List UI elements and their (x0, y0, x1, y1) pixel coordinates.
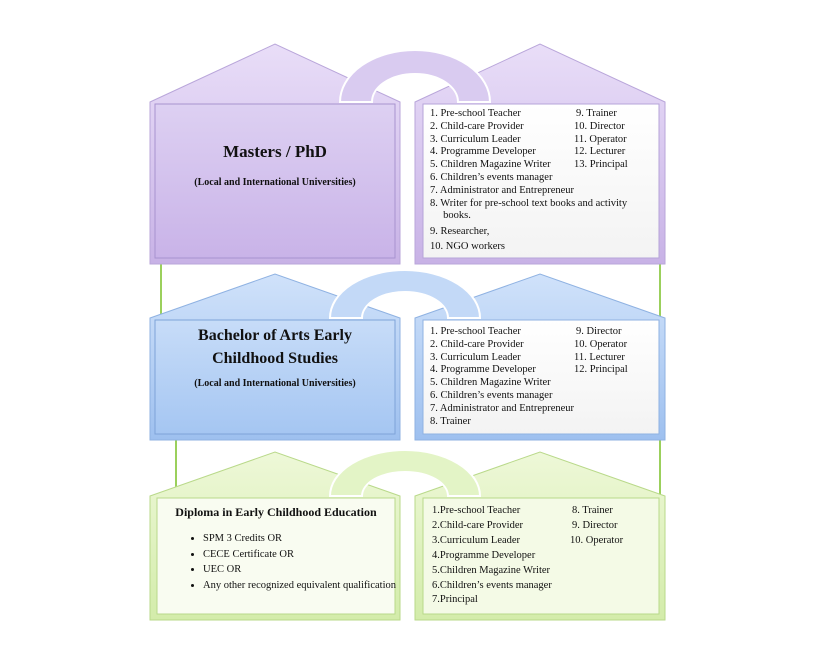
list-item: Any other recognized equivalent qualific… (203, 578, 398, 594)
masters-level-shape (149, 43, 666, 265)
list-item: 1.Pre-school Teacher (432, 505, 521, 516)
bachelor-careers-left: 1. Pre-school Teacher 2. Child-care Prov… (430, 326, 655, 428)
list-item: 7. Administrator and Entrepreneur (430, 402, 575, 414)
list-item: 11. Lecturer (574, 351, 625, 363)
list-item: 6. Children’s events manager (430, 389, 553, 401)
list-item: 12. Lecturer (574, 146, 626, 158)
bachelor-subtitle: (Local and International Universities) (194, 378, 356, 389)
list-item: 10. Director (574, 120, 625, 132)
list-item: 9. Trainer (576, 108, 617, 119)
list-item: 10. NGO workers (430, 240, 505, 252)
bachelor-level-shape (149, 269, 666, 441)
list-item: 4.Programme Developer (432, 549, 536, 561)
list-item: UEC OR (203, 562, 398, 578)
masters-subtitle: (Local and International Universities) (194, 177, 356, 188)
list-item: 12. Principal (574, 364, 628, 376)
list-item: SPM 3 Credits OR (203, 531, 398, 547)
level-connectors (160, 262, 661, 498)
diploma-careers-left: 1.Pre-school Teacher 2.Child-care Provid… (432, 504, 582, 608)
list-item: 6. Children’s events manager (430, 171, 553, 183)
list-item: 5.Children Magazine Writer (432, 564, 551, 576)
list-item: 13. Principal (574, 159, 628, 171)
list-item: 5. Children Magazine Writer (430, 159, 551, 171)
list-item: 10. Operator (570, 534, 624, 546)
bachelor-title-line2: Childhood Studies (212, 350, 338, 367)
list-item: 2. Child-care Provider (430, 120, 524, 132)
list-item: 2.Child-care Provider (432, 519, 523, 531)
masters-careers-right: 9. Trainer 10. Director 11. Operator 12.… (574, 108, 628, 172)
list-item: 8. Trainer (430, 415, 471, 427)
list-item: 3. Curriculum Leader (430, 351, 521, 363)
list-item: 11. Operator (574, 133, 627, 145)
list-item: 6.Children’s events manager (432, 579, 552, 591)
bachelor-title: Bachelor of Arts Early Childhood Studies (155, 324, 395, 370)
list-item: CECE Certificate OR (203, 547, 398, 563)
list-item: 7. Administrator and Entrepreneur (430, 184, 575, 196)
bachelor-careers-right: 9. Director 10. Operator 11. Lecturer 12… (574, 326, 628, 377)
list-item: 10. Operator (574, 338, 628, 350)
list-item: 5. Children Magazine Writer (430, 377, 551, 389)
list-item: 3. Curriculum Leader (430, 133, 521, 145)
list-item: 3.Curriculum Leader (432, 534, 521, 546)
list-item: 2. Child-care Provider (430, 338, 524, 350)
diploma-level-shape (149, 449, 666, 621)
list-item: 8. Writer for pre-school text books and … (430, 197, 628, 209)
bachelor-title-line1: Bachelor of Arts Early (198, 327, 352, 344)
list-item: 1. Pre-school Teacher (430, 326, 521, 337)
list-item: 9. Director (576, 326, 622, 337)
list-item: books. (430, 210, 471, 222)
masters-title: Masters / PhD (223, 142, 327, 161)
list-item: 1. Pre-school Teacher (430, 108, 521, 119)
list-item: 7.Principal (432, 594, 478, 606)
diploma-requirements: SPM 3 Credits OR CECE Certificate OR UEC… (185, 531, 398, 593)
list-item: 4. Programme Developer (430, 146, 536, 158)
list-item: 9. Researcher, (430, 226, 490, 238)
diploma-careers-right: 8. Trainer 9. Director 10. Operator (570, 504, 623, 549)
masters-careers-left: 1. Pre-school Teacher 2. Child-care Prov… (430, 108, 655, 254)
list-item: 9. Director (572, 519, 618, 531)
list-item: 4. Programme Developer (430, 364, 536, 376)
diploma-title: Diploma in Early Childhood Education (175, 505, 377, 519)
list-item: 8. Trainer (572, 505, 613, 516)
